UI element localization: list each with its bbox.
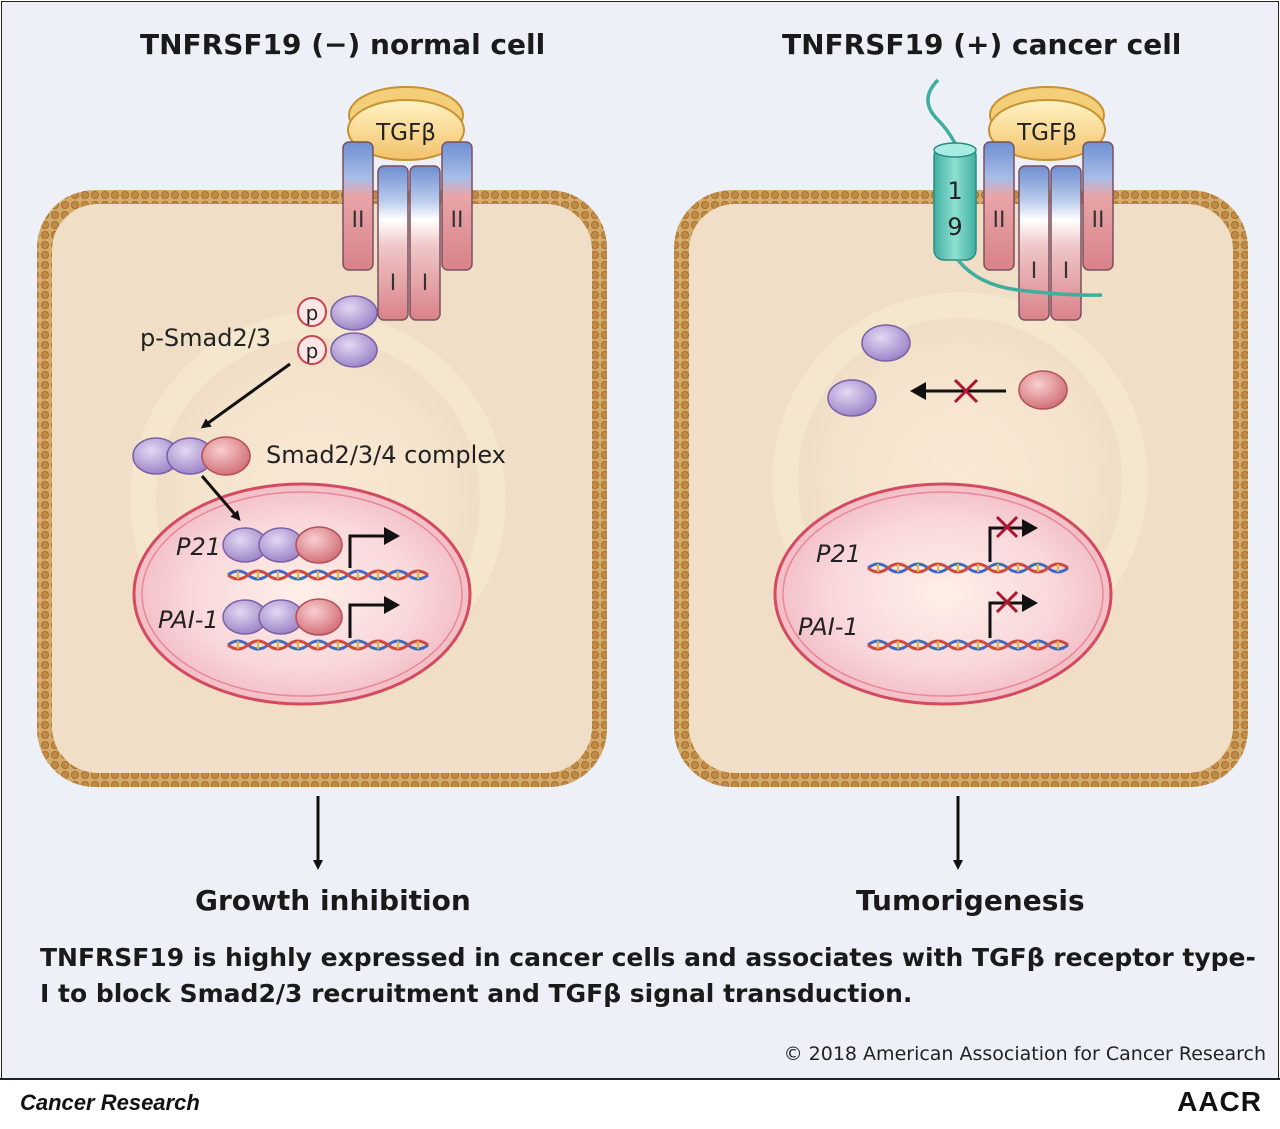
right-free-smad-a	[861, 324, 911, 362]
left-type2-label-a: II	[352, 208, 365, 233]
right-gene-p21: P21	[816, 515, 1069, 574]
right-blocked-arrow	[910, 378, 1006, 404]
right-nucleus	[773, 482, 1113, 706]
right-receptor-type1-b	[1050, 165, 1082, 321]
right-cell: TGFβ II II I I 1 9	[674, 78, 1248, 870]
right-type2-label-b: II	[1092, 208, 1105, 233]
left-receptor-type1-a	[377, 165, 409, 321]
left-type1-label-a: I	[390, 271, 397, 296]
right-receptor-complex: II II I I	[983, 141, 1114, 321]
pathway-diagram: TGFβ II II I I p p p-Sm	[37, 78, 1248, 870]
right-receptor-type2-a	[983, 141, 1015, 271]
left-cell: TGFβ II II I I p p p-Sm	[37, 86, 607, 870]
right-free-smad4	[1018, 370, 1068, 410]
left-cell-title: TNFRSF19 (−) normal cell	[140, 28, 546, 61]
left-receptor-type1-b	[409, 165, 441, 321]
left-psmad23: p p	[297, 295, 378, 368]
left-type2-label-b: II	[451, 208, 464, 233]
left-ligand-label: TGFβ	[375, 120, 436, 146]
left-receptor-type2-a	[342, 141, 374, 271]
left-receptor-complex: II II I I	[342, 141, 473, 321]
left-arrow-into-nucleus	[200, 475, 241, 522]
left-type1-label-b: I	[422, 271, 429, 296]
figure-caption: TNFRSF19 is highly expressed in cancer c…	[40, 943, 1256, 1008]
right-gene-pai1: PAI-1	[798, 590, 1069, 651]
right-cell-title: TNFRSF19 (+) cancer cell	[782, 28, 1182, 61]
right-type1-label-a: I	[1031, 259, 1038, 284]
left-nucleus	[132, 482, 472, 706]
left-outcome: Growth inhibition	[195, 884, 471, 917]
footer-bar	[0, 1078, 1280, 1129]
right-gene2-label: PAI-1	[798, 613, 859, 641]
left-receptor-type2-b	[441, 141, 473, 271]
right-tnfrsf19-receptor: 1 9	[926, 78, 1103, 297]
right-tgfb-ligand: TGFβ	[988, 86, 1106, 161]
left-tgfb-ligand: TGFβ	[347, 86, 465, 161]
left-phospho-label-a: p	[306, 301, 319, 325]
left-gene-p21: P21	[176, 526, 429, 581]
left-gene1-label: P21	[176, 533, 221, 561]
left-smad-complex	[132, 436, 251, 476]
right-type2-label-a: II	[993, 208, 1006, 233]
right-ligand-label: TGFβ	[1016, 120, 1077, 146]
left-gene-pai1: PAI-1	[158, 596, 429, 651]
journal-name: Cancer Research	[20, 1090, 200, 1115]
right-tnfrsf19-digit1: 1	[947, 177, 962, 205]
right-receptor-type2-b	[1082, 141, 1114, 271]
left-complex-label: Smad2/3/4 complex	[266, 441, 506, 469]
left-arrow-to-complex	[200, 362, 291, 429]
copyright-notice: © 2018 American Association for Cancer R…	[783, 1043, 1266, 1065]
left-phospho-label-b: p	[306, 339, 319, 363]
right-receptor-type1-a	[1018, 165, 1050, 321]
right-free-smad-b	[827, 379, 877, 417]
publisher-logo: AACR	[1177, 1086, 1262, 1117]
left-gene2-label: PAI-1	[158, 606, 219, 634]
right-tnfrsf19-digit2: 9	[947, 213, 962, 241]
right-type1-label-b: I	[1063, 259, 1070, 284]
right-gene1-label: P21	[816, 540, 861, 568]
right-outcome: Tumorigenesis	[856, 884, 1085, 917]
left-psmad-label: p-Smad2/3	[140, 324, 271, 352]
